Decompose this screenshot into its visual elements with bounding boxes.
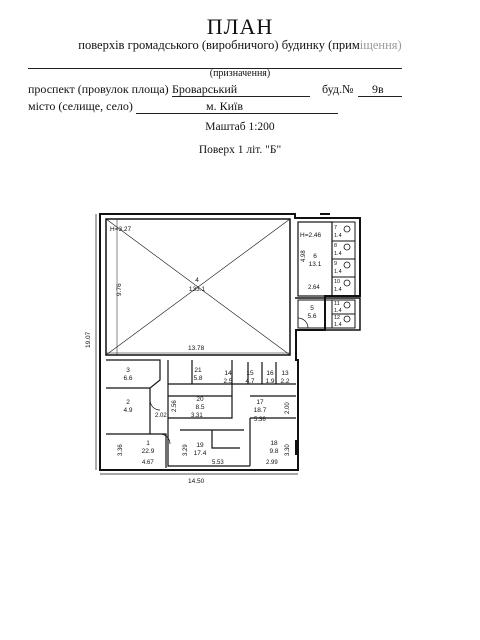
plan-title: ПЛАН bbox=[206, 14, 274, 39]
height-side: Н=2.46 bbox=[300, 232, 322, 239]
room-7-area: 1.4 bbox=[334, 233, 342, 239]
room-3-num: 3 bbox=[126, 367, 130, 374]
building-value: 9в bbox=[372, 82, 384, 96]
dim-room1-height: 3.36 bbox=[118, 444, 124, 456]
room-9-area: 1.4 bbox=[334, 269, 342, 275]
room-6-num: 6 bbox=[313, 253, 317, 260]
room-16-num: 16 bbox=[266, 370, 274, 377]
room-5-num: 5 bbox=[310, 305, 314, 312]
dim-corridor-width: 2.02 bbox=[155, 413, 167, 419]
purpose-label: (призначення) bbox=[209, 68, 271, 79]
city-value: м. Київ bbox=[206, 99, 244, 113]
dim-room17-height: 2.00 bbox=[285, 402, 291, 414]
room-12-num: 12 bbox=[334, 315, 340, 321]
scale-label: Маштаб 1:200 bbox=[205, 121, 275, 133]
room-18-num: 18 bbox=[270, 440, 278, 447]
right-annex bbox=[295, 297, 361, 331]
room-10-area: 1.4 bbox=[334, 287, 342, 293]
room-14-area: 2.5 bbox=[223, 378, 232, 385]
room-15-area: 4.7 bbox=[245, 378, 254, 385]
city-label: місто (селище, село) bbox=[28, 99, 133, 113]
room-18-area: 9.8 bbox=[269, 448, 278, 455]
dim-room18-width: 2.99 bbox=[266, 460, 278, 466]
subtitle-main: поверхів громадського (виробничого) буди… bbox=[78, 38, 360, 52]
room-13-num: 13 bbox=[281, 370, 289, 377]
room-11-area: 1.4 bbox=[334, 308, 342, 314]
street-value: Броварський bbox=[172, 82, 238, 96]
room-5-area: 5.6 bbox=[307, 313, 316, 320]
dim-side-room-width: 2.64 bbox=[308, 285, 320, 291]
room-17-num: 17 bbox=[256, 399, 264, 406]
dim-room17-width: 5.36 bbox=[254, 417, 266, 423]
room-3-area: 6.6 bbox=[123, 375, 132, 382]
dim-room19-width: 5.53 bbox=[212, 460, 224, 466]
room-9-num: 9 bbox=[334, 261, 337, 267]
room-8-area: 1.4 bbox=[334, 251, 342, 257]
dim-main-hall-height: 9.76 bbox=[116, 283, 123, 296]
dim-room19-height: 3.29 bbox=[183, 444, 189, 456]
room-13-area: 2.2 bbox=[280, 378, 289, 385]
height-main: Н=3.27 bbox=[110, 226, 132, 233]
lower-rooms-walls bbox=[106, 359, 296, 468]
room-4-area: 133.1 bbox=[189, 286, 206, 293]
dim-room1-width: 4.67 bbox=[142, 460, 154, 466]
street-underline bbox=[172, 96, 310, 97]
dim-room18-height: 3.30 bbox=[285, 444, 291, 456]
room-20-num: 20 bbox=[196, 396, 204, 403]
room-14-num: 14 bbox=[224, 370, 232, 377]
city-underline bbox=[136, 113, 338, 114]
plan-subtitle: поверхів громадського (виробничого) буди… bbox=[0, 38, 480, 53]
room-7-num: 7 bbox=[334, 225, 337, 231]
room-21-area: 5.8 bbox=[193, 375, 202, 382]
dim-overall-width: 14.50 bbox=[188, 478, 205, 485]
room-19-num: 19 bbox=[196, 442, 204, 449]
dim-side-room-height: 4.98 bbox=[301, 250, 307, 262]
room-4-num: 4 bbox=[195, 277, 199, 284]
room-2-num: 2 bbox=[126, 399, 130, 406]
wc-cabins bbox=[331, 221, 356, 329]
outer-walls bbox=[99, 213, 361, 471]
dim-room20-height: 2.56 bbox=[172, 400, 178, 412]
room-1-num: 1 bbox=[146, 440, 150, 447]
room-15-num: 15 bbox=[246, 370, 254, 377]
dim-main-hall-width: 13.78 bbox=[188, 345, 205, 352]
room-1-area: 22.9 bbox=[142, 448, 155, 455]
main-hall-walls bbox=[105, 218, 291, 356]
building-underline bbox=[358, 96, 402, 97]
room-20-area: 8.5 bbox=[195, 404, 204, 411]
dim-room20-width: 3.31 bbox=[191, 413, 203, 419]
room-17-area: 18.7 bbox=[254, 407, 267, 414]
room-5-walls bbox=[297, 299, 333, 329]
room-10-num: 10 bbox=[334, 279, 340, 285]
purpose-line bbox=[28, 68, 402, 69]
floor-label: Поверх 1 літ. "Б" bbox=[198, 144, 282, 156]
room-8-num: 8 bbox=[334, 243, 337, 249]
room-16-area: 1.9 bbox=[265, 378, 274, 385]
street-label: проспект (провулок площа) bbox=[28, 82, 169, 96]
room-21-num: 21 bbox=[194, 367, 202, 374]
subtitle-faded: іщення) bbox=[359, 38, 402, 52]
room-11-num: 11 bbox=[334, 301, 340, 307]
room-19-area: 17.4 bbox=[194, 450, 207, 457]
room-6-area: 13.1 bbox=[309, 261, 322, 268]
building-label: буд.№ bbox=[322, 82, 354, 96]
dim-overall-height: 19.07 bbox=[85, 331, 92, 348]
room-12-area: 1.4 bbox=[334, 322, 342, 328]
room-2-area: 4.9 bbox=[123, 407, 132, 414]
